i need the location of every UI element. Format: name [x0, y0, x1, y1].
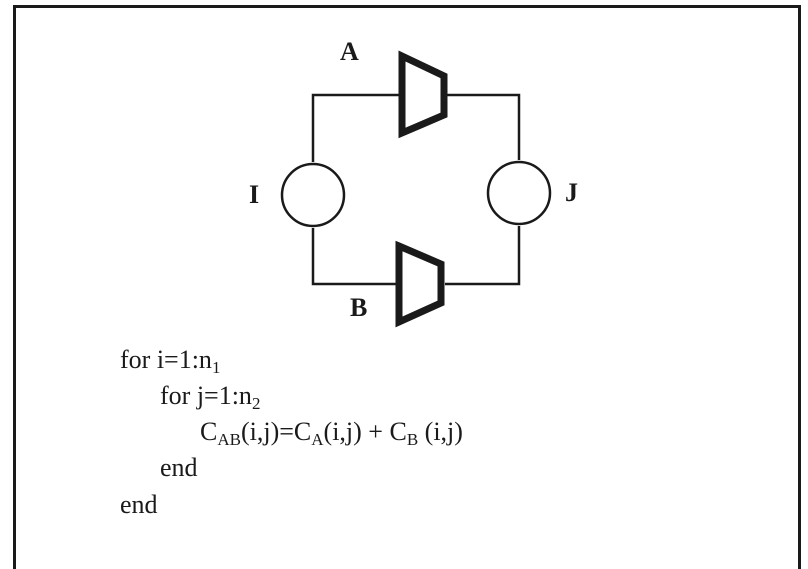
frame-right-border: [798, 5, 801, 569]
wire-b-to-j: [445, 226, 521, 286]
label-b: B: [350, 293, 367, 322]
code-subscript: B: [406, 430, 419, 449]
label-a: A: [340, 37, 359, 66]
code-subscript: 2: [251, 394, 261, 413]
label-i: I: [249, 180, 259, 209]
wire-i-to-b: [311, 228, 400, 286]
code-line-inner-for: for j=1:n2: [160, 378, 260, 414]
node-i-circle: [280, 162, 346, 228]
frame-top-border: [13, 5, 800, 8]
code-text: (i,j)=C: [240, 417, 312, 446]
code-text: for j=1:n: [160, 381, 252, 410]
element-b-trapezoid: [395, 240, 445, 328]
code-subscript: AB: [217, 430, 241, 449]
code-subscript: 1: [211, 358, 221, 377]
connection-wires: [311, 93, 521, 286]
code-text: (i,j) + C: [323, 417, 407, 446]
code-line-outer-end: end: [120, 490, 158, 519]
code-line-inner-end: end: [160, 453, 198, 482]
code-line-outer-for: for i=1:n1: [120, 342, 220, 378]
frame-left-border: [13, 5, 16, 569]
wire-a-to-j: [445, 93, 521, 160]
node-j-circle: [486, 160, 552, 226]
code-line-assignment: CAB(i,j)=CA(i,j) + CB (i,j): [200, 414, 463, 450]
wire-i-to-a: [311, 93, 400, 162]
code-text: C: [200, 417, 218, 446]
code-subscript: A: [311, 430, 324, 449]
label-j: J: [565, 178, 578, 207]
code-text: (i,j): [418, 417, 463, 446]
element-a-trapezoid: [398, 50, 448, 139]
code-text: for i=1:n: [120, 345, 212, 374]
